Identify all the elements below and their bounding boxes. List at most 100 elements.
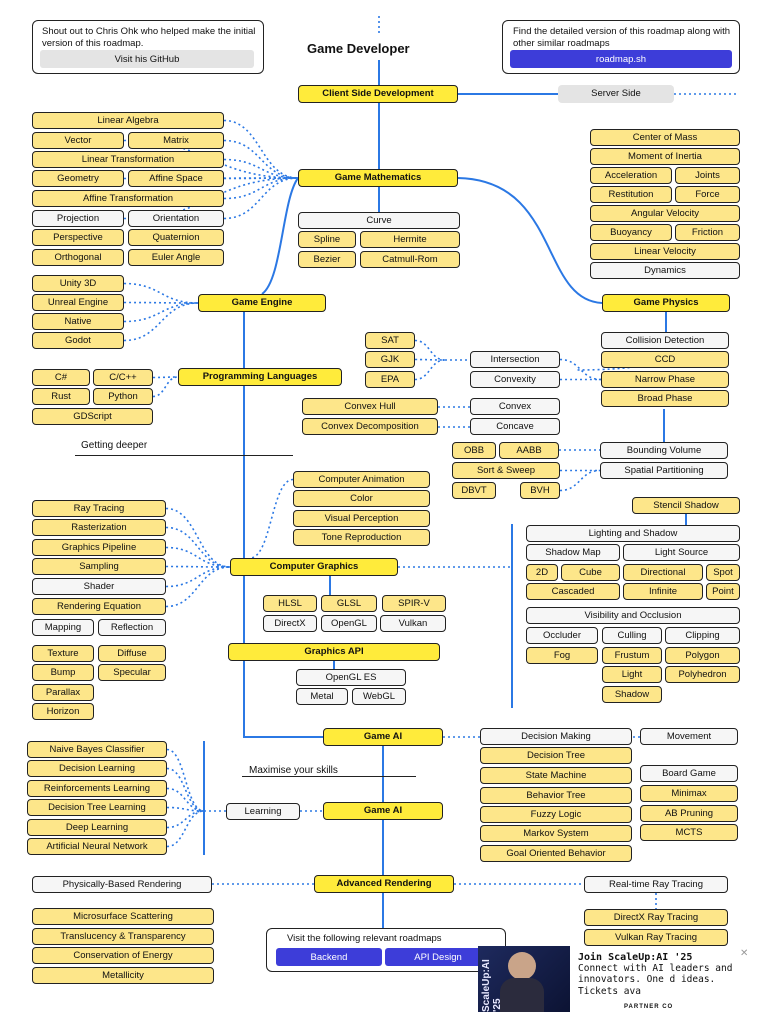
backend-roadmap-button[interactable]: Backend — [276, 948, 382, 966]
advertisement[interactable]: ScaleUp:AI '25 Join ScaleUp:AI '25 Conne… — [478, 946, 760, 1024]
node-matrix[interactable]: Matrix — [128, 132, 224, 149]
node-moi[interactable]: Moment of Inertia — [590, 148, 740, 165]
node-client[interactable]: Client Side Development — [298, 85, 458, 103]
node-declearning[interactable]: Decision Learning — [27, 760, 167, 777]
node-horizon[interactable]: Horizon — [32, 703, 94, 720]
node-visocc[interactable]: Visibility and Occlusion — [526, 607, 740, 624]
node-clipping[interactable]: Clipping — [665, 627, 740, 644]
node-glsl[interactable]: GLSL — [321, 595, 377, 612]
node-sat[interactable]: SAT — [365, 332, 415, 349]
api-design-roadmap-button[interactable]: API Design — [385, 948, 491, 966]
node-dectree[interactable]: Decision Tree — [480, 747, 632, 764]
node-bezier[interactable]: Bezier — [298, 251, 356, 268]
node-mapping[interactable]: Mapping — [32, 619, 94, 636]
node-bump[interactable]: Bump — [32, 664, 94, 681]
node-gameai2[interactable]: Game AI — [323, 802, 443, 820]
node-light[interactable]: Light — [602, 666, 662, 683]
node-cgraphics[interactable]: Computer Graphics — [230, 558, 398, 576]
node-diffuse[interactable]: Diffuse — [98, 645, 166, 662]
node-unreal[interactable]: Unreal Engine — [32, 294, 124, 311]
node-2d[interactable]: 2D — [526, 564, 558, 581]
node-ccd[interactable]: CCD — [601, 351, 729, 368]
node-linvel[interactable]: Linear Velocity — [590, 243, 740, 260]
node-unity[interactable]: Unity 3D — [32, 275, 124, 292]
node-joints[interactable]: Joints — [675, 167, 740, 184]
node-shadow[interactable]: Shadow — [602, 686, 662, 703]
node-companim[interactable]: Computer Animation — [293, 471, 430, 488]
node-ccpp[interactable]: C/C++ — [93, 369, 153, 386]
node-parallax[interactable]: Parallax — [32, 684, 94, 701]
node-spot[interactable]: Spot — [706, 564, 740, 581]
node-decmaking[interactable]: Decision Making — [480, 728, 632, 745]
node-obb[interactable]: OBB — [452, 442, 496, 459]
node-visperc[interactable]: Visual Perception — [293, 510, 430, 527]
node-fuzzy[interactable]: Fuzzy Logic — [480, 806, 632, 823]
node-epa[interactable]: EPA — [365, 371, 415, 388]
node-culling[interactable]: Culling — [602, 627, 662, 644]
node-naivebayes[interactable]: Naive Bayes Classifier — [27, 741, 167, 758]
node-abpruning[interactable]: AB Pruning — [640, 805, 738, 822]
node-godot[interactable]: Godot — [32, 332, 124, 349]
node-dynamics[interactable]: Dynamics — [590, 262, 740, 279]
node-reinforce[interactable]: Reinforcements Learning — [27, 780, 167, 797]
node-convex[interactable]: Convex — [470, 398, 560, 415]
node-raster[interactable]: Rasterization — [32, 519, 166, 536]
node-concave[interactable]: Concave — [470, 418, 560, 435]
node-bvolume[interactable]: Bounding Volume — [600, 442, 728, 459]
node-microsurface[interactable]: Microsurface Scattering — [32, 908, 214, 925]
node-reflection[interactable]: Reflection — [98, 619, 166, 636]
node-conservation[interactable]: Conservation of Energy — [32, 947, 214, 964]
node-aabb[interactable]: AABB — [499, 442, 559, 459]
node-perspective[interactable]: Perspective — [32, 229, 124, 246]
node-intersection[interactable]: Intersection — [470, 351, 560, 368]
node-statemachine[interactable]: State Machine — [480, 767, 632, 784]
node-euler[interactable]: Euler Angle — [128, 249, 224, 266]
node-spatial[interactable]: Spatial Partitioning — [600, 462, 728, 479]
node-friction[interactable]: Friction — [675, 224, 740, 241]
node-directx[interactable]: DirectX — [263, 615, 317, 632]
node-convexity[interactable]: Convexity — [470, 371, 560, 388]
node-opengl[interactable]: OpenGL — [321, 615, 377, 632]
node-tonerep[interactable]: Tone Reproduction — [293, 529, 430, 546]
node-dxrt[interactable]: DirectX Ray Tracing — [584, 909, 728, 926]
node-afftrans[interactable]: Affine Transformation — [32, 190, 224, 207]
node-ann[interactable]: Artificial Neural Network — [27, 838, 167, 855]
node-minimax[interactable]: Minimax — [640, 785, 738, 802]
node-opengles[interactable]: OpenGL ES — [296, 669, 406, 686]
node-fog[interactable]: Fog — [526, 647, 598, 664]
node-movement[interactable]: Movement — [640, 728, 738, 745]
node-learning[interactable]: Learning — [226, 803, 300, 820]
node-rendereq[interactable]: Rendering Equation — [32, 598, 166, 615]
node-cascaded[interactable]: Cascaded — [526, 583, 620, 600]
node-gdscript[interactable]: GDScript — [32, 408, 153, 425]
node-raytracing[interactable]: Ray Tracing — [32, 500, 166, 517]
node-coldet[interactable]: Collision Detection — [601, 332, 729, 349]
node-proglang[interactable]: Programming Languages — [178, 368, 342, 386]
node-orthogonal[interactable]: Orthogonal — [32, 249, 124, 266]
node-dtlearning[interactable]: Decision Tree Learning — [27, 799, 167, 816]
node-geometry[interactable]: Geometry — [32, 170, 124, 187]
node-gphysics[interactable]: Game Physics — [602, 294, 730, 312]
node-rtrt[interactable]: Real-time Ray Tracing — [584, 876, 728, 893]
node-catmull[interactable]: Catmull-Rom — [360, 251, 460, 268]
node-dbvt[interactable]: DBVT — [452, 482, 496, 499]
node-restitution[interactable]: Restitution — [590, 186, 672, 203]
node-gapi[interactable]: Graphics API — [228, 643, 440, 661]
node-shadowmap[interactable]: Shadow Map — [526, 544, 620, 561]
node-point[interactable]: Point — [706, 583, 740, 600]
node-advrender[interactable]: Advanced Rendering — [314, 875, 454, 893]
node-angvel[interactable]: Angular Velocity — [590, 205, 740, 222]
node-infinite[interactable]: Infinite — [623, 583, 703, 600]
node-polygon[interactable]: Polygon — [665, 647, 740, 664]
node-markov[interactable]: Markov System — [480, 825, 632, 842]
node-deeplearning[interactable]: Deep Learning — [27, 819, 167, 836]
node-hermite[interactable]: Hermite — [360, 231, 460, 248]
node-affspace[interactable]: Affine Space — [128, 170, 224, 187]
visit-github-button[interactable]: Visit his GitHub — [40, 50, 254, 68]
node-convexhull[interactable]: Convex Hull — [302, 398, 438, 415]
node-polyhedron[interactable]: Polyhedron — [665, 666, 740, 683]
node-boardgame[interactable]: Board Game — [640, 765, 738, 782]
node-native[interactable]: Native — [32, 313, 124, 330]
node-python[interactable]: Python — [93, 388, 153, 405]
node-texture[interactable]: Texture — [32, 645, 94, 662]
